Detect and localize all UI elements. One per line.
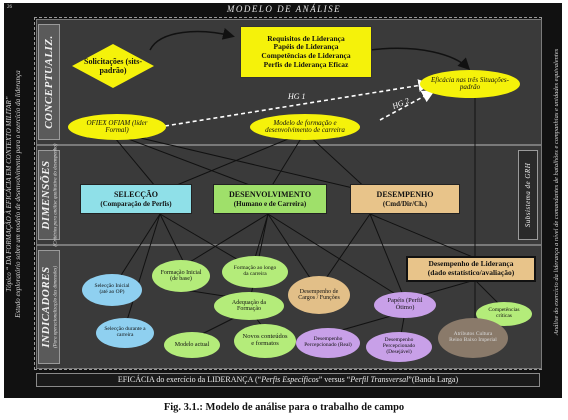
desempenho-lideranca-sub: (dado estatístico/avaliação) bbox=[427, 268, 515, 277]
requisitos-line-1: Requisitos de Liderança bbox=[267, 33, 345, 43]
novos-conteudos-oval: Novos conteúdos e formatos bbox=[234, 324, 296, 358]
desempenho-cargos-oval: Desempenho de Cargos / Funções bbox=[288, 276, 350, 314]
footer-text-a: EFICÁCIA do exercício da LIDERANÇA (“ bbox=[117, 375, 262, 384]
desempenho-sub: (Cmd/Dir/Ch.) bbox=[382, 199, 428, 208]
papeis-oval: Papéis (Perfil Ótimo) bbox=[374, 292, 436, 318]
modelo-formacao-oval: Modelo de formação e desenvolvimento de … bbox=[250, 114, 360, 140]
desemp-percep-desej-oval: Desempenho Percepcionado (Desejável) bbox=[366, 332, 432, 362]
selec-inicial-oval: Selecção Inicial (até ao OP) bbox=[82, 274, 142, 306]
seleccao-title: SELECÇÃO bbox=[113, 190, 158, 200]
oficiais-oval: OFIEX OFIAM (líder Formal) bbox=[68, 114, 166, 140]
label-dimensions: DIMENSÕES (Critérios para análise qualit… bbox=[38, 144, 60, 246]
figure-caption: Fig. 3.1.: Modelo de análise para o trab… bbox=[163, 402, 405, 413]
hg1-label: HG 1 bbox=[288, 92, 306, 101]
desempenho-box: DESEMPENHO (Cmd/Dir/Ch.) bbox=[350, 184, 460, 214]
requisitos-line-2: Papéis de Liderança bbox=[273, 42, 339, 52]
footer-text-c: ” versus “ bbox=[318, 375, 351, 384]
footer-text-e: ”(Banda Larga) bbox=[408, 375, 459, 384]
label-indicators: INDICADORES (Para operacionalização das … bbox=[38, 250, 60, 364]
competencias-oval: Competências críticas bbox=[476, 302, 532, 326]
solicitacoes-text: Solicitações (sits-padrão) bbox=[84, 56, 142, 75]
footer-text-d: Perfil Transversal bbox=[350, 375, 409, 384]
modelo-actual-oval: Modelo actual bbox=[164, 332, 220, 358]
requisitos-box: Requisitos de Liderança Papéis de Lidera… bbox=[240, 26, 372, 78]
desempenho-lideranca-title: Desempenho de Liderança bbox=[428, 259, 514, 269]
left-rail-marker: 26 bbox=[7, 5, 12, 10]
requisitos-line-3: Competências de Liderança bbox=[261, 51, 351, 60]
desempenho-lideranca-box: Desempenho de Liderança (dado estatístic… bbox=[406, 256, 536, 282]
desenvolvimento-box: DESENVOLVIMENTO (Humano e de Carreira) bbox=[213, 184, 327, 214]
seleccao-box: SELECÇÃO (Comparação de Perfis) bbox=[80, 184, 192, 214]
formacao-inicial-oval: Formação Inicial (de base) bbox=[152, 260, 210, 292]
formacao-longo-oval: Formação ao longo da carreira bbox=[222, 256, 288, 288]
footer-text-b: Perfis Específicos bbox=[261, 375, 319, 384]
requisitos-line-4: Perfis de Liderança Eficaz bbox=[263, 59, 349, 69]
desenvolvimento-title: DESENVOLVIMENTO bbox=[228, 190, 312, 200]
footer-band: EFICÁCIA do exercício da LIDERANÇA (“Per… bbox=[36, 373, 540, 387]
adequacao-oval: Adequação da Formação bbox=[214, 292, 284, 320]
desempenho-title: DESEMPENHO bbox=[376, 190, 434, 200]
seleccao-sub: (Comparação de Perfis) bbox=[100, 199, 172, 208]
eficacia-oval: Eficácia nas três Situações-padrão bbox=[420, 70, 520, 98]
diagram-title: MODELO DE ANÁLISE bbox=[226, 4, 342, 14]
atributos-oval: Atributos Cultura Reino Baixo Imperial bbox=[438, 318, 508, 358]
desenvolvimento-sub: (Humano e de Carreira) bbox=[233, 199, 307, 208]
label-conceptual: CONCEPTUALIZ. bbox=[38, 24, 60, 140]
selec-durante-oval: Selecção durante a carreira bbox=[96, 318, 154, 348]
label-subsistema: Subsistema de GRH bbox=[518, 150, 538, 240]
desemp-percep-real-oval: Desempenho Percepcionado (Real) bbox=[296, 328, 360, 358]
